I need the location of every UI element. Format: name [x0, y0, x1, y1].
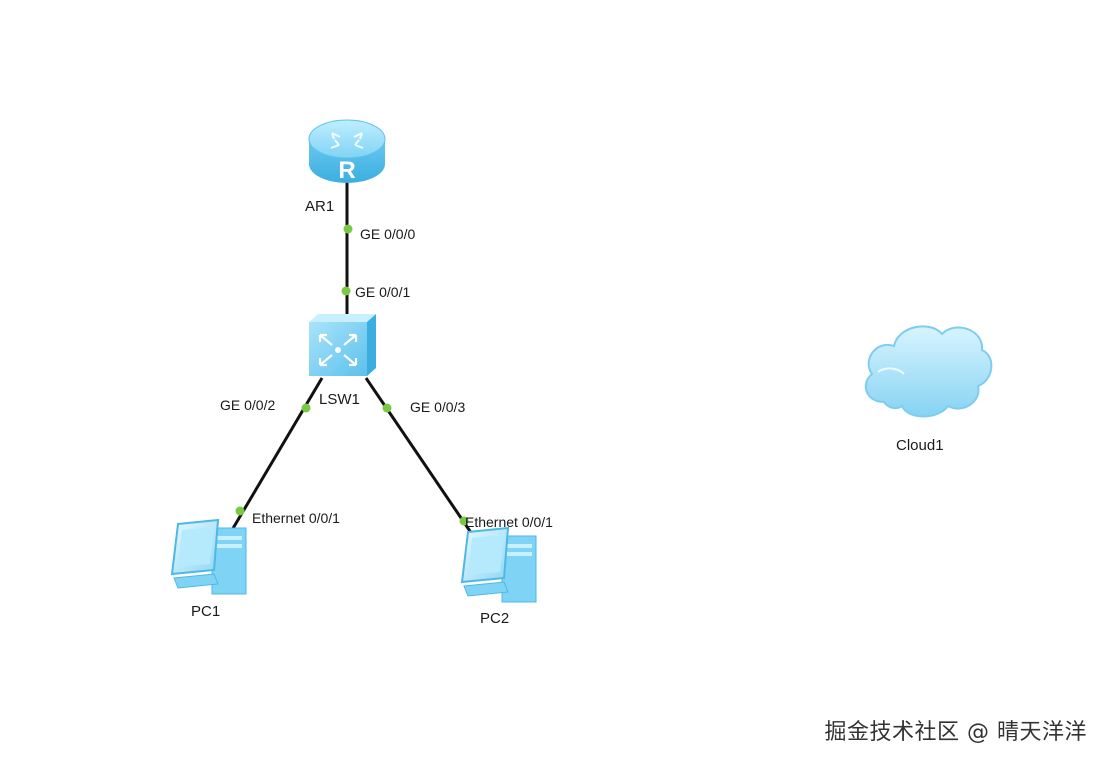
- router-icon: R: [308, 119, 386, 184]
- cloud-icon: [864, 325, 993, 418]
- port-dot-lsw1-ge001: [341, 286, 351, 296]
- link-lsw1-pc1: [230, 377, 324, 531]
- svg-text:R: R: [338, 157, 355, 184]
- port-dot-lsw1-ge003: [382, 403, 392, 413]
- cloud1[interactable]: Cloud1: [864, 325, 993, 454]
- port-label-lsw1-ge003: GE 0/0/3: [410, 399, 465, 415]
- port-label-pc1-eth001: Ethernet 0/0/1: [252, 510, 340, 526]
- port-dot-pc1-eth001: [235, 506, 245, 516]
- pc-icon: [170, 518, 247, 595]
- device-label-lsw1: LSW1: [319, 391, 360, 408]
- watermark-text: 掘金技术社区 @ 晴天洋洋: [824, 720, 1087, 745]
- port-dot-ar1-ge000: [343, 224, 353, 234]
- device-label-pc1: PC1: [191, 603, 220, 620]
- port-dot-lsw1-ge002: [301, 403, 311, 413]
- port-dot-pc2-eth001: [459, 516, 469, 526]
- port-label-pc2-eth001: Ethernet 0/0/1: [465, 514, 553, 530]
- pc-icon: [460, 526, 537, 603]
- pc2[interactable]: PC2: [460, 526, 537, 627]
- device-label-cloud1: Cloud1: [896, 437, 944, 454]
- switch-icon: [309, 314, 376, 376]
- pc1[interactable]: PC1: [170, 518, 247, 620]
- router-ar1[interactable]: R AR1: [305, 119, 386, 215]
- device-label-pc2: PC2: [480, 610, 509, 627]
- device-label-ar1: AR1: [305, 198, 334, 215]
- port-label-ar1-ge000: GE 0/0/0: [360, 226, 415, 242]
- port-label-lsw1-ge001: GE 0/0/1: [355, 284, 410, 300]
- switch-lsw1[interactable]: LSW1: [309, 314, 376, 408]
- port-label-lsw1-ge002: GE 0/0/2: [220, 397, 275, 413]
